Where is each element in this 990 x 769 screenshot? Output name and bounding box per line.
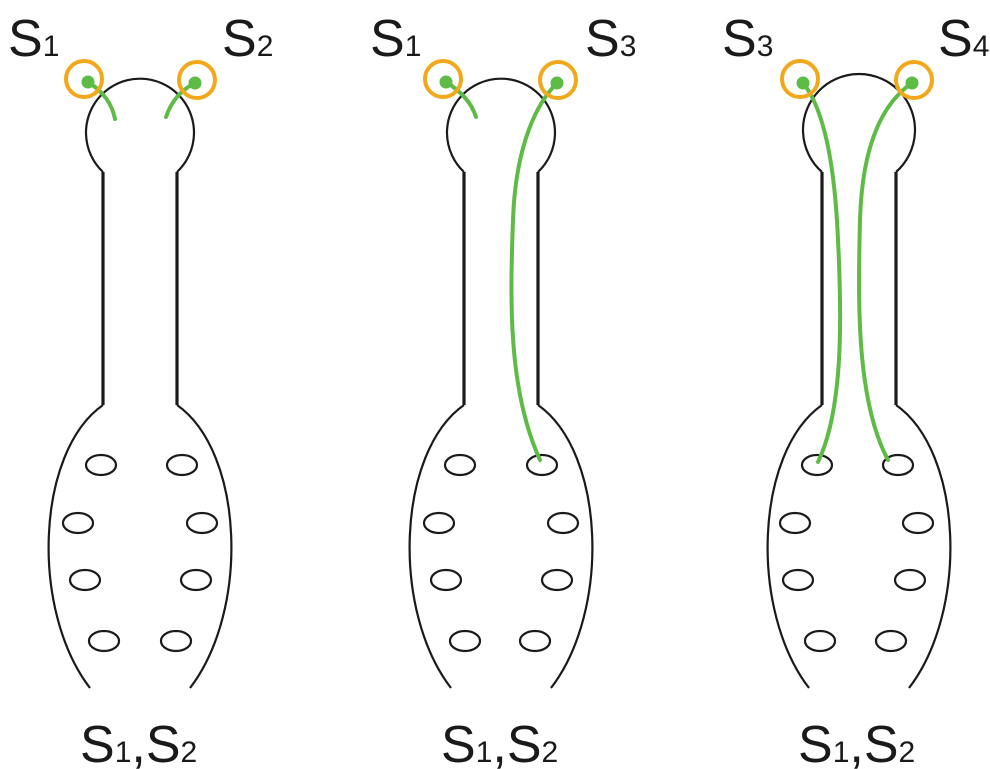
panel-1-bottom-label: S1,S2 bbox=[80, 716, 197, 769]
panel-1-neuron-right bbox=[188, 76, 202, 90]
target-spot bbox=[443, 453, 477, 477]
target-spot bbox=[448, 629, 482, 653]
target-spot bbox=[540, 568, 574, 592]
panel-3-target-spots bbox=[778, 453, 935, 653]
panel-1-neuron-ring-right bbox=[177, 60, 217, 100]
panel-1: S1 S2 S1,S2 bbox=[8, 10, 273, 769]
panel-2-axon-right bbox=[509, 81, 559, 462]
target-spot bbox=[179, 568, 213, 592]
panel-2: S1 S3 S1,S2 bbox=[370, 10, 636, 769]
panel-3-top-right-label: S4 bbox=[938, 10, 989, 68]
panel-2-top-left-label: S1 bbox=[370, 10, 421, 68]
target-spot bbox=[546, 511, 580, 535]
target-spot bbox=[778, 511, 812, 535]
target-spot bbox=[901, 511, 935, 535]
panel-2-organ-outline bbox=[408, 77, 594, 689]
target-spot bbox=[881, 453, 915, 477]
target-spot bbox=[159, 629, 193, 653]
target-spot bbox=[185, 511, 219, 535]
panel-3-axon-left bbox=[801, 81, 843, 464]
panel-1-neuron-ring-left bbox=[64, 59, 104, 99]
panel-2-neuron-ring-left bbox=[423, 59, 463, 99]
target-spot bbox=[84, 453, 118, 477]
panel-3-top-left-label: S3 bbox=[722, 10, 773, 68]
target-spot bbox=[422, 511, 456, 535]
panel-3-neuron-ring-right bbox=[894, 60, 934, 100]
target-spot bbox=[800, 453, 834, 477]
target-spot bbox=[87, 629, 121, 653]
panel-2-neuron-ring-right bbox=[538, 60, 578, 100]
panel-3-axon-right bbox=[857, 81, 914, 462]
panel-3-organ-outline bbox=[766, 72, 952, 689]
panel-3: S3 S4 S1,S2 bbox=[722, 10, 989, 769]
panel-2-neuron-right bbox=[550, 76, 564, 90]
target-spot bbox=[874, 629, 908, 653]
target-spot bbox=[525, 453, 559, 477]
panel-1-neuron-left bbox=[81, 75, 95, 89]
panel-2-target-spots bbox=[422, 453, 580, 653]
target-spot bbox=[165, 453, 199, 477]
target-spot bbox=[68, 568, 102, 592]
panel-1-target-spots bbox=[61, 453, 219, 653]
target-spot bbox=[781, 568, 815, 592]
target-spot bbox=[518, 629, 552, 653]
panel-3-neuron-right bbox=[905, 76, 919, 90]
panel-1-top-right-label: S2 bbox=[222, 10, 273, 68]
panel-2-neuron-left bbox=[439, 75, 453, 89]
panel-3-neuron-ring-left bbox=[780, 59, 820, 99]
panel-2-bottom-label: S1,S2 bbox=[441, 716, 558, 769]
panel-1-top-left-label: S1 bbox=[8, 10, 59, 68]
panel-1-organ-outline bbox=[47, 77, 233, 689]
target-spot bbox=[429, 568, 463, 592]
panel-3-neuron-left bbox=[796, 76, 810, 90]
target-spot bbox=[893, 568, 927, 592]
target-spot bbox=[803, 629, 837, 653]
target-spot bbox=[61, 511, 95, 535]
panel-3-bottom-label: S1,S2 bbox=[798, 716, 915, 769]
panel-2-top-right-label: S3 bbox=[585, 10, 636, 68]
